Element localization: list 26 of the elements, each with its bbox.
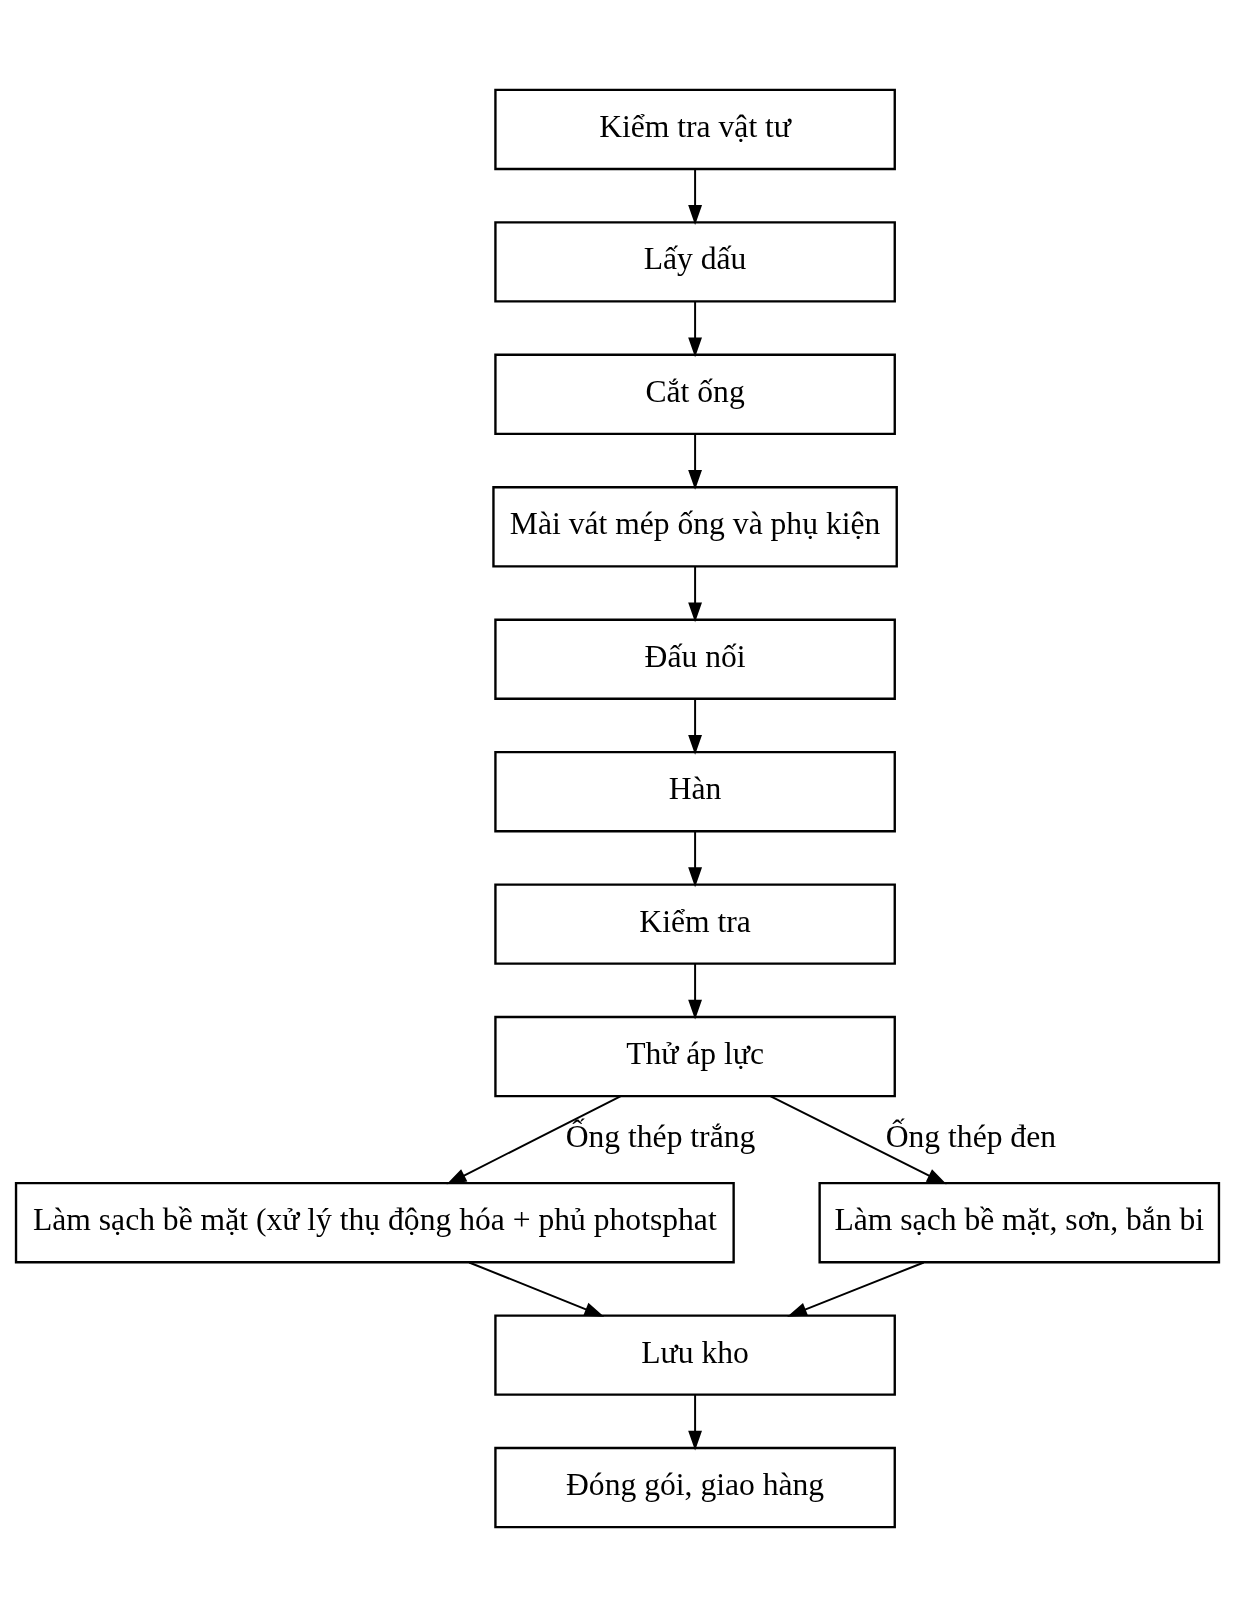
node-box: Kiểm tra vật tư (494, 88, 896, 170)
node-box: Làm sạch bề mặt (xử lý thụ động hóa + phủ photsphat (14, 1181, 735, 1263)
arrow (688, 432, 703, 490)
arrow (468, 1261, 605, 1317)
arrow (688, 565, 703, 622)
arrow (688, 697, 703, 755)
arrow (446, 1094, 622, 1184)
edge-label: Ống thép trắng (565, 1118, 756, 1154)
arrow (688, 830, 703, 887)
node-box: Kiểm tra (494, 882, 896, 965)
node-box: Lấy dấu (494, 220, 896, 303)
node-box: Đấu nối (494, 618, 896, 700)
node-box: Hàn (494, 750, 896, 832)
node-box: Lưu kho (494, 1313, 896, 1396)
arrow (688, 167, 703, 225)
node-box: Mài vát mép ống và phụ kiện (492, 485, 898, 567)
node-box: Thử áp lực (494, 1015, 896, 1097)
arrow (787, 1261, 925, 1317)
arrow (769, 1094, 947, 1184)
node-box: Đóng gói, giao hàng (494, 1446, 896, 1528)
arrow (688, 1393, 703, 1451)
node-box: Làm sạch bề mặt, sơn, bắn bi (818, 1181, 1221, 1263)
node-box: Cắt ống (494, 353, 896, 435)
edge-label: Ống thép đen (885, 1118, 1057, 1154)
arrow (688, 962, 703, 1020)
arrow (688, 300, 703, 357)
